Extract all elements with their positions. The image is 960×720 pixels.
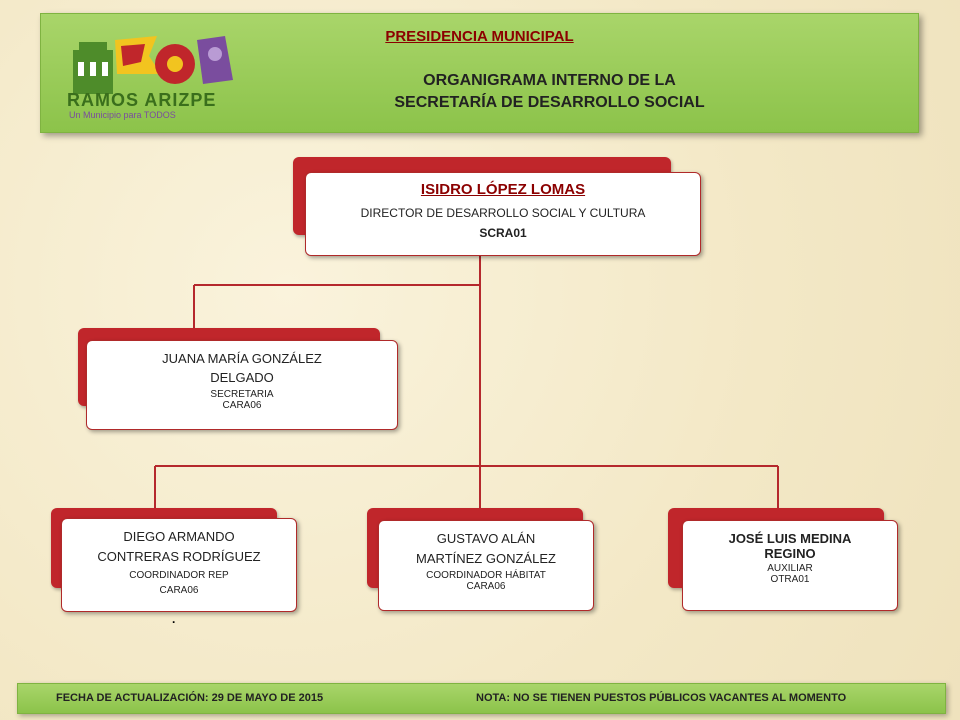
director-position: DIRECTOR DE DESARROLLO SOCIAL Y CULTURA	[360, 206, 646, 220]
staff-position: COORDINADOR HÁBITAT	[426, 570, 546, 581]
header-subtitle-line1: ORGANIGRAMA INTERNO DE LA	[423, 72, 676, 89]
header-banner: RAMOS ARIZPE Un Municipio para TODOS PRE…	[40, 13, 919, 133]
staff-name-line2: CONTRERAS RODRÍGUEZ	[97, 549, 261, 564]
staff-name-line1: JOSÉ LUIS MEDINA	[728, 531, 852, 546]
staff-name-line1: DIEGO ARMANDO	[123, 529, 235, 544]
staff-code: CARA06	[466, 581, 506, 592]
header-title: PRESIDENCIA MUNICIPAL	[385, 28, 574, 45]
staff-name-line1: GUSTAVO ALÁN	[436, 531, 536, 546]
staff-card-diego: DIEGO ARMANDO CONTRERAS RODRÍGUEZ COORDI…	[61, 518, 297, 612]
secretary-position: SECRETARIA	[210, 389, 274, 400]
director-card: ISIDRO LÓPEZ LOMAS DIRECTOR DE DESARROLL…	[305, 172, 701, 256]
staff-code: CARA06	[159, 585, 199, 596]
staff-code: OTRA01	[770, 574, 810, 585]
footer-banner: FECHA DE ACTUALIZACIÓN: 29 DE MAYO DE 20…	[17, 683, 946, 714]
staff-card-gustavo: GUSTAVO ALÁN MARTÍNEZ GONZÁLEZ COORDINAD…	[378, 520, 594, 611]
director-name: ISIDRO LÓPEZ LOMAS	[420, 181, 586, 198]
footer-date: FECHA DE ACTUALIZACIÓN: 29 DE MAYO DE 20…	[56, 692, 324, 704]
staff-name-line2: REGINO	[764, 546, 816, 561]
logo-tagline-text: Un Municipio para TODOS	[69, 110, 176, 120]
footer-note: NOTA: NO SE TIENEN PUESTOS PÚBLICOS VACA…	[476, 692, 847, 704]
secretary-card: JUANA MARÍA GONZÁLEZ DELGADO SECRETARIA …	[86, 340, 398, 430]
staff-card-jose: JOSÉ LUIS MEDINA REGINO AUXILIAR OTRA01	[682, 520, 898, 611]
staff-position: AUXILIAR	[767, 563, 813, 574]
secretary-code: CARA06	[222, 400, 262, 411]
ramos-arizpe-logo: RAMOS ARIZPE Un Municipio para TODOS	[67, 36, 233, 120]
director-code: SCRA01	[479, 226, 527, 240]
header-subtitle-line2: SECRETARÍA DE DESARROLLO SOCIAL	[394, 94, 705, 111]
secretary-name-line2: DELGADO	[210, 370, 274, 385]
logo-name-text: RAMOS ARIZPE	[67, 90, 216, 110]
secretary-name-line1: JUANA MARÍA GONZÁLEZ	[162, 351, 322, 366]
staff-name-line2: MARTÍNEZ GONZÁLEZ	[416, 551, 556, 566]
staff-extra-mark: .	[172, 612, 176, 626]
staff-position: COORDINADOR REP	[129, 570, 229, 581]
